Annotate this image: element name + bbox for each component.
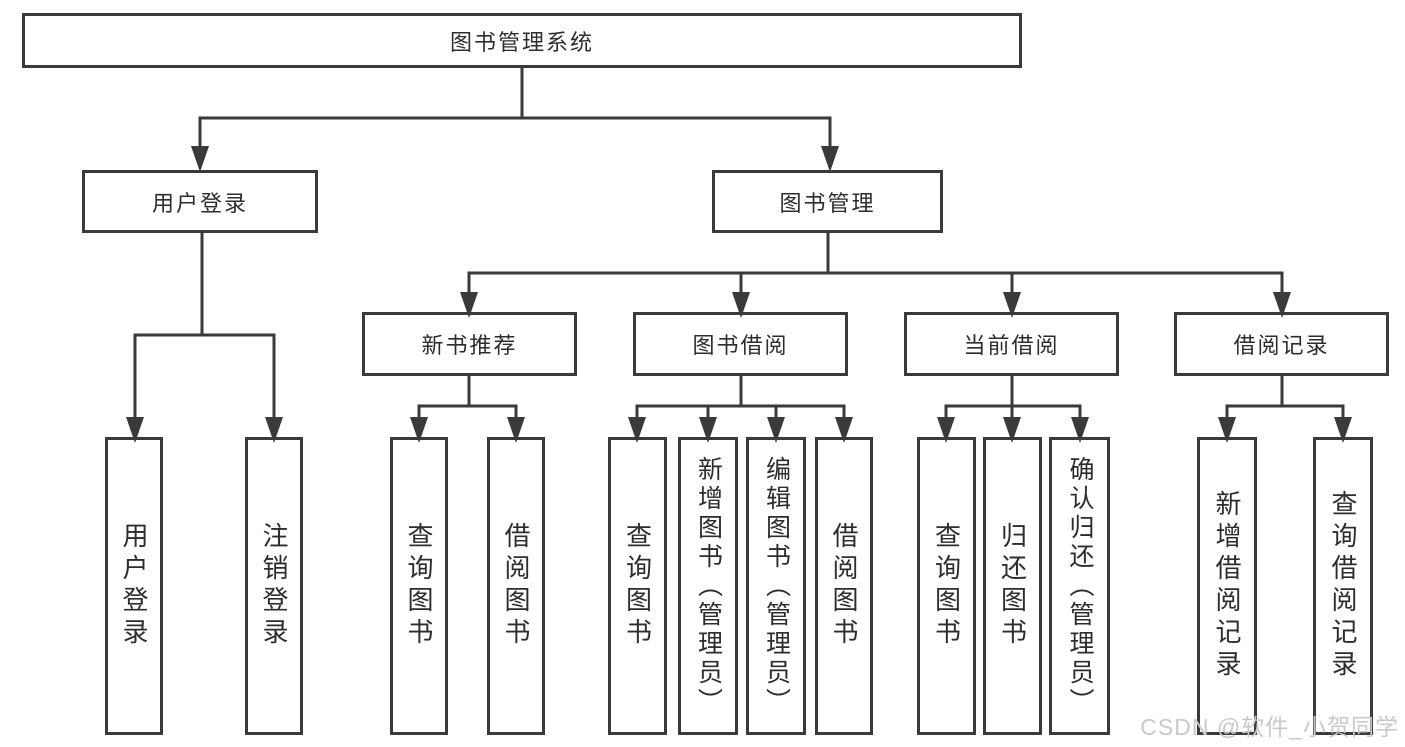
connector-borrow-records-branch: [1218, 376, 1352, 443]
node-user-login: 用户登录: [82, 170, 318, 233]
leaf-query-borrow-record: 查询借阅记录: [1313, 437, 1373, 735]
leaf-query-books-recommend: 查询图书: [390, 437, 448, 735]
leaf-confirm-return-admin: 确认归还（管理员）: [1049, 437, 1110, 735]
leaf-borrow-books: 借阅图书: [815, 437, 873, 735]
connector-new-book-branch: [410, 376, 525, 443]
leaf-user-login: 用户登录: [105, 437, 163, 735]
leaf-add-borrow-record: 新增借阅记录: [1197, 437, 1257, 735]
connector-user-login-branch: [126, 233, 283, 443]
connector-root-to-level2: [191, 67, 839, 172]
node-current-borrow: 当前借阅: [904, 312, 1119, 376]
node-book-borrow: 图书借阅: [633, 312, 848, 376]
connector-book-borrow-branch: [628, 376, 853, 443]
leaf-logout: 注销登录: [245, 437, 303, 735]
connector-current-borrow-branch: [937, 376, 1089, 443]
node-borrow-records: 借阅记录: [1174, 312, 1389, 376]
connector-book-management-branch: [460, 233, 1291, 318]
leaf-add-book-admin: 新增图书（管理员）: [678, 437, 738, 735]
leaf-edit-book-admin: 编辑图书（管理员）: [746, 437, 806, 735]
node-book-management: 图书管理: [712, 170, 943, 233]
node-root-system: 图书管理系统: [22, 13, 1022, 68]
leaf-return-books: 归还图书: [983, 437, 1042, 735]
leaf-borrow-books-recommend: 借阅图书: [487, 437, 545, 735]
csdn-watermark: CSDN @软件_小贺同学: [1140, 714, 1399, 740]
leaf-query-books-current: 查询图书: [917, 437, 976, 735]
leaf-query-books-borrow: 查询图书: [608, 437, 667, 735]
node-new-book-recommend: 新书推荐: [362, 312, 577, 376]
